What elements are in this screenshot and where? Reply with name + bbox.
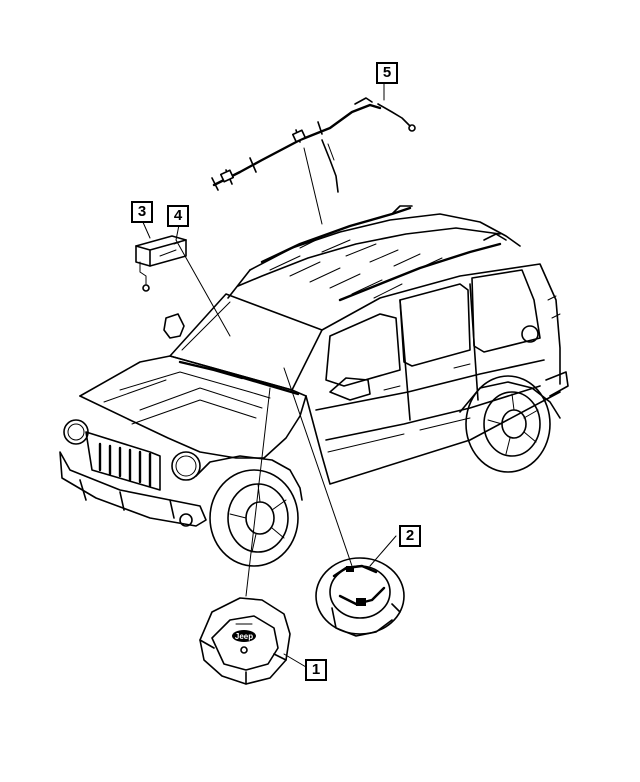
callout-5: 5 — [376, 62, 398, 84]
callout-2: 2 — [399, 525, 421, 547]
clockspring — [315, 557, 405, 637]
leader-lines — [141, 83, 397, 668]
jeep-emblem-text: Jeep — [235, 632, 253, 641]
steering-wheel-airbag — [199, 597, 291, 685]
callout-1: 1 — [305, 659, 327, 681]
callout-4: 4 — [167, 205, 189, 227]
jeep-vehicle — [59, 205, 569, 567]
side-curtain-airbag — [211, 97, 416, 193]
callout-3: 3 — [131, 201, 153, 223]
airbag-control-module — [135, 235, 187, 292]
